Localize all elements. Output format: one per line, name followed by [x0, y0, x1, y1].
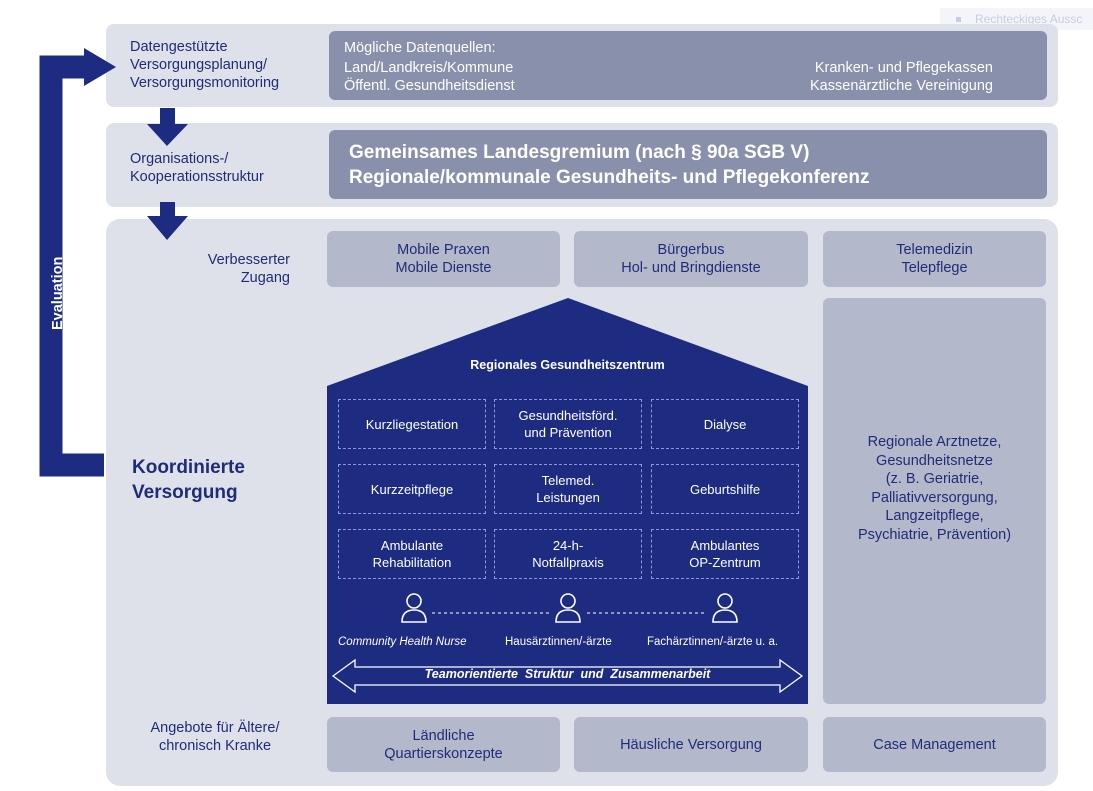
coordinated-care-label: Koordinierte Versorgung: [132, 457, 245, 503]
house-cell: Dialyse: [651, 399, 799, 449]
house-cell: Kurzliegestation: [338, 399, 486, 449]
person-icon: [555, 593, 581, 623]
team-double-arrow: [331, 658, 804, 694]
house-cell: Gesundheitsförd.und Prävention: [494, 399, 642, 449]
house-cell: 24-h-Notfallpraxis: [494, 529, 642, 579]
house-cell: Geburtshilfe: [651, 464, 799, 514]
bullet-icon: [956, 17, 961, 23]
access-row-label: Verbesserter Zugang: [207, 252, 290, 286]
elderly-box-home-care: Häusliche Versorgung: [574, 717, 808, 772]
org-row-label: Organisations-/ Kooperationsstruktur: [130, 151, 264, 185]
team-connectors: [401, 593, 738, 623]
down-arrow-icon: [147, 216, 188, 240]
house-cell: Telemed.Leistungen: [494, 464, 642, 514]
role-gps: Hausärztinnen/-ärzte: [505, 636, 612, 648]
team-structure-label: Teamorientierte Struktur und Zusammenarb…: [424, 667, 711, 681]
evaluation-loop-path: [39, 55, 104, 477]
health-center-title: Regionales Gesundheitszentrum: [470, 358, 665, 372]
evaluation-arrowhead-icon: [84, 48, 116, 86]
house-cell: Kurzzeitpflege: [338, 464, 486, 514]
role-community-nurse: Community Health Nurse: [338, 636, 467, 648]
data-sources-box: Mögliche Datenquellen: Land/Landkreis/Ko…: [329, 31, 1047, 100]
elderly-row-label: Angebote für Ältere/ chronisch Kranke: [150, 720, 280, 754]
state-committee-box: Gemeinsames Landesgremium (nach § 90a SG…: [329, 130, 1047, 199]
down-arrow-icon: [147, 124, 188, 146]
person-icon: [401, 593, 427, 623]
person-icon: [712, 593, 738, 623]
data-row-label: Datengestützte Versorgungsplanung/ Verso…: [130, 39, 280, 91]
role-specialists: Fachärztinnen/-ärzte u. a.: [647, 636, 779, 648]
elderly-box-case-management: Case Management: [823, 717, 1046, 772]
evaluation-label: Evaluation: [50, 256, 66, 330]
health-center-house: Kurzliegestation Gesundheitsförd.und Prä…: [327, 386, 808, 704]
house-roof: [327, 298, 808, 386]
networks-box: Regionale Arztnetze, Gesundheitsnetze (z…: [823, 298, 1046, 704]
